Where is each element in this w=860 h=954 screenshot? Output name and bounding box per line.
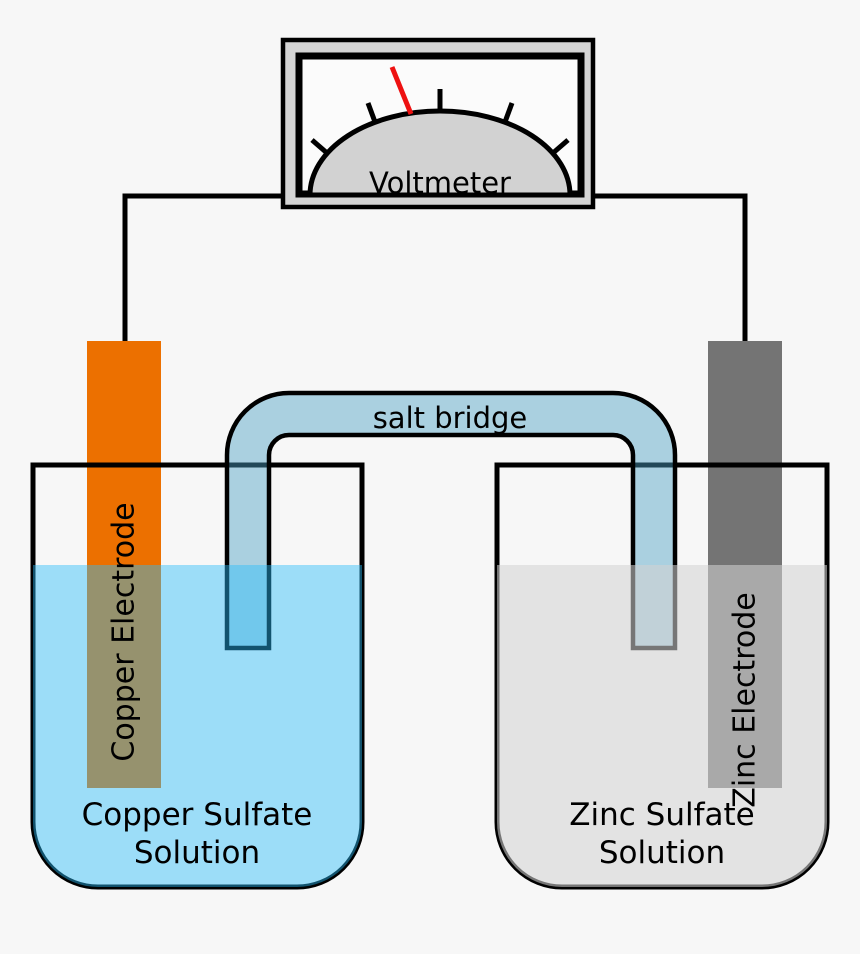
zinc-sulfate-solution bbox=[497, 565, 827, 887]
copper-sulfate-solution bbox=[33, 565, 362, 887]
voltmeter-tick bbox=[502, 102, 515, 123]
copper-electrode-label: Copper Electrode bbox=[107, 502, 142, 761]
voltmeter-needle bbox=[389, 66, 414, 115]
copper-electrode bbox=[87, 341, 161, 788]
voltmeter-tick bbox=[551, 138, 570, 155]
zinc-sulfate-label-line1: Zinc Sulfate bbox=[569, 797, 754, 833]
wires bbox=[122, 193, 748, 345]
voltmeter-label: Voltmeter bbox=[369, 166, 511, 200]
voltmeter-tick bbox=[365, 102, 378, 123]
voltmeter-dial-dome bbox=[307, 108, 573, 198]
left-beaker-outline bbox=[30, 462, 365, 890]
wire-right bbox=[593, 193, 748, 345]
zinc-electrode-label: Zinc Electrode bbox=[728, 592, 763, 807]
copper-sulfate-label-line2: Solution bbox=[134, 835, 260, 871]
wire-left bbox=[122, 193, 283, 345]
salt-bridge-label: salt bridge bbox=[373, 401, 528, 435]
zinc-sulfate-label-line2: Solution bbox=[599, 835, 725, 871]
voltmeter: Voltmeter bbox=[280, 37, 596, 210]
salt-bridge-tube bbox=[224, 390, 678, 651]
copper-sulfate-label-line1: Copper Sulfate bbox=[82, 797, 313, 833]
voltmeter-scale-ticks bbox=[310, 89, 570, 155]
voltmeter-tick bbox=[310, 138, 329, 155]
